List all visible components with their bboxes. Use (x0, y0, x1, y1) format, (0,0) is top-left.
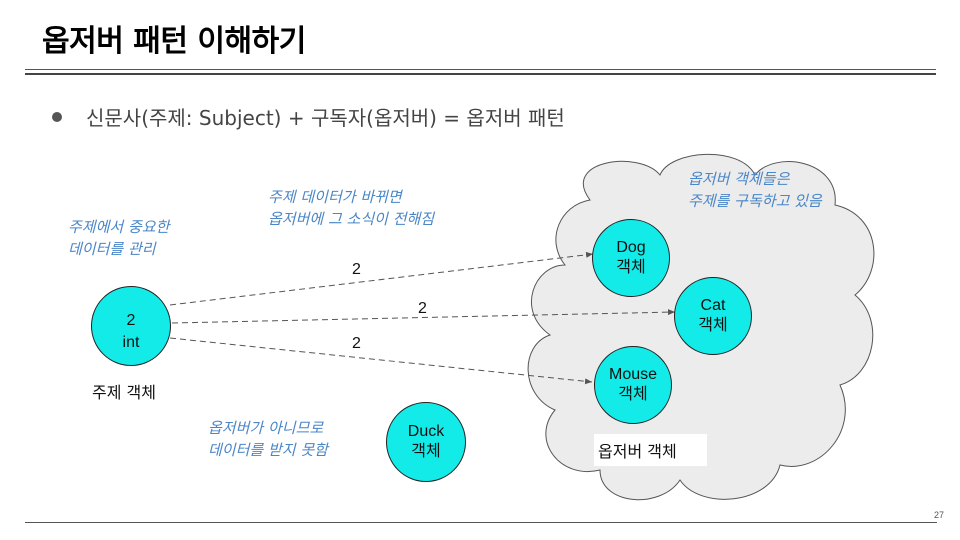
arrow-to-mouse (169, 337, 593, 385)
note-subject-role: 주제에서 중요한 데이터를 관리 (68, 218, 170, 258)
arrows (169, 251, 676, 385)
subject-caption: 주제 객체 (92, 383, 156, 402)
edge-label-cat: 2 (418, 300, 427, 317)
page-number: 27 (933, 510, 944, 520)
observer-mouse-name: Mouse (608, 366, 658, 383)
bullet-dot-icon (52, 111, 62, 122)
subject-node: 2 int (91, 286, 171, 366)
page-title: 옵저버 패턴 이해하기 (42, 24, 306, 59)
observer-dog-suffix: 객체 (616, 259, 646, 276)
note-not-observer: 옵저버가 아니므로 데이터를 받지 못함 (208, 419, 328, 459)
subject-value: 2 (126, 312, 136, 329)
observer-group-label: 옵저버 객체 (594, 434, 707, 466)
observer-cat-node: Cat 객체 (674, 277, 752, 355)
edge-label-mouse: 2 (352, 335, 361, 352)
bullet-text: 신문사(주제: Subject) + 구독자(옵저버) = 옵저버 패턴 (86, 106, 565, 130)
note-data-change: 주제 데이터가 바뀌면 옵저버에 그 소식이 전해짐 (268, 188, 435, 228)
title-divider-thick (25, 73, 936, 75)
arrow-to-dog (169, 251, 594, 306)
observer-cat-suffix: 객체 (698, 317, 728, 334)
footer-divider (25, 522, 937, 523)
duck-name: Duck (407, 423, 445, 440)
note-subscribed: 옵저버 객체들은 주제를 구독하고 있음 (688, 170, 822, 210)
bullet-item: 신문사(주제: Subject) + 구독자(옵저버) = 옵저버 패턴 (52, 102, 565, 131)
observer-dog-node: Dog 객체 (592, 219, 670, 297)
non-observer-duck-node: Duck 객체 (386, 402, 466, 482)
duck-suffix: 객체 (411, 443, 441, 460)
observer-mouse-node: Mouse 객체 (594, 346, 672, 424)
observer-dog-name: Dog (616, 239, 646, 256)
edge-label-dog: 2 (352, 261, 361, 278)
observer-mouse-suffix: 객체 (618, 386, 648, 403)
subject-type: int (122, 334, 140, 351)
observer-cat-name: Cat (700, 297, 726, 314)
arrow-to-cat (171, 309, 676, 324)
title-divider (25, 69, 936, 70)
